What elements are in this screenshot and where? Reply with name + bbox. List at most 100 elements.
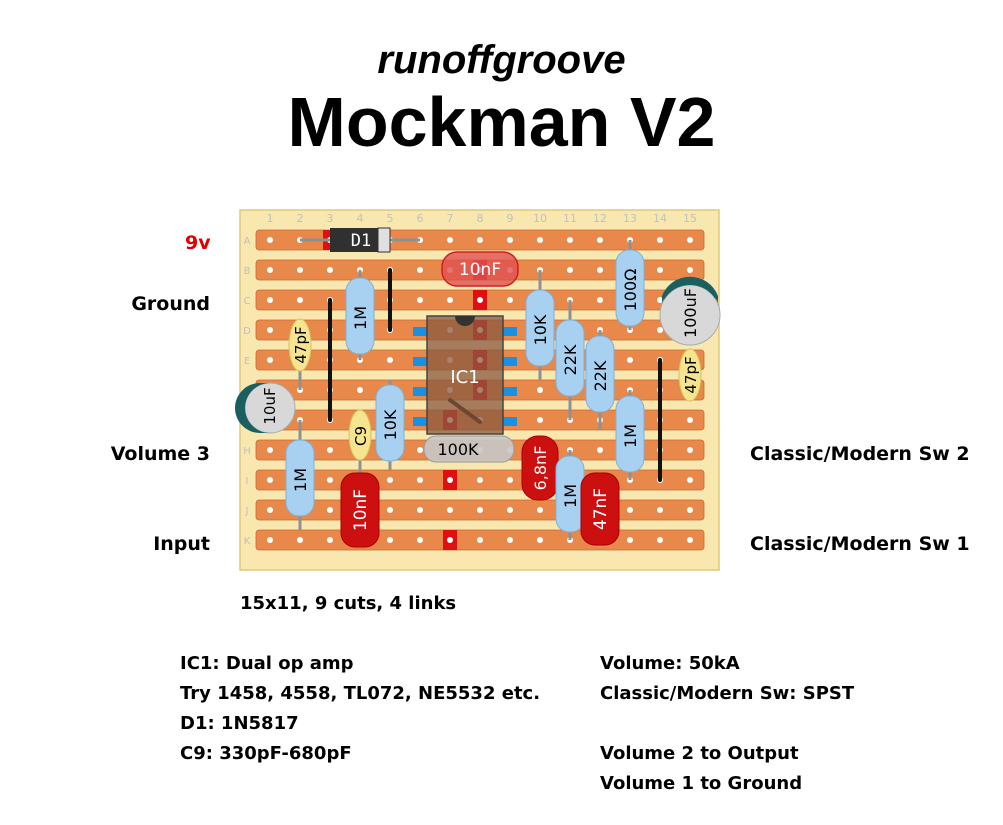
trimmer-100k: 100K <box>423 435 515 463</box>
column-label: 14 <box>653 212 667 225</box>
note-op-amp-options: Try 1458, 4558, TL072, NE5532 etc. <box>180 683 541 704</box>
resistor-label: 100Ω <box>621 269 640 312</box>
strip-hole <box>447 297 453 303</box>
strip-hole <box>657 237 663 243</box>
resistor-1m-d: 1M <box>285 420 315 530</box>
row-label: J <box>245 506 249 517</box>
strip-hole <box>267 357 273 363</box>
note-c9: C9: 330pF-680pF <box>180 743 352 764</box>
strip-hole <box>387 477 393 483</box>
label-ground: Ground <box>131 293 210 315</box>
cut-hole <box>447 477 453 483</box>
strip-hole <box>597 297 603 303</box>
capacitor-10nf-top: 10nF <box>441 251 519 287</box>
resistor-label: 1M <box>351 306 370 330</box>
row-label: A <box>244 236 251 247</box>
strip-hole <box>417 507 423 513</box>
row-label: H <box>243 446 251 457</box>
column-label: 4 <box>357 212 364 225</box>
strip-hole <box>267 237 273 243</box>
strip-hole <box>687 447 693 453</box>
strip-hole <box>417 477 423 483</box>
capacitor-label: 10nF <box>459 260 501 280</box>
strip-hole <box>537 417 543 423</box>
row-label: K <box>244 536 251 547</box>
strip-hole <box>597 267 603 273</box>
strip-hole <box>507 537 513 543</box>
strip-hole <box>507 237 513 243</box>
resistor-label: 22K <box>591 360 610 391</box>
strip-hole <box>657 267 663 273</box>
strip-hole <box>567 237 573 243</box>
electrolytic-10uf: 10uF <box>235 382 296 434</box>
column-label: 2 <box>297 212 304 225</box>
column-label: 8 <box>477 212 484 225</box>
strip-hole <box>267 537 273 543</box>
column-label: 11 <box>563 212 577 225</box>
label-classic-modern-sw-1: Classic/Modern Sw 1 <box>750 533 970 555</box>
strip-hole <box>267 297 273 303</box>
diode-label: D1 <box>351 231 371 251</box>
column-label: 7 <box>447 212 454 225</box>
strip-hole <box>387 537 393 543</box>
capacitor-label: 10nF <box>351 489 371 531</box>
strip-hole <box>627 507 633 513</box>
strip-hole <box>477 237 483 243</box>
note-volume-2: Volume 2 to Output <box>600 743 799 764</box>
capacitor-label: 6,8nF <box>531 446 550 491</box>
strip-hole <box>267 267 273 273</box>
resistor-10k-b: 10K <box>525 270 555 380</box>
strip-hole <box>597 237 603 243</box>
resistor-1m-a: 1M <box>345 270 375 360</box>
strip-hole <box>597 447 603 453</box>
strip-hole <box>687 507 693 513</box>
strip-hole <box>657 537 663 543</box>
strip-hole <box>657 297 663 303</box>
resistor-label: 22K <box>561 344 580 375</box>
strip-hole <box>657 507 663 513</box>
label-input: Input <box>153 533 210 555</box>
strip-hole <box>297 537 303 543</box>
label-volume-3: Volume 3 <box>110 443 210 465</box>
strip-hole <box>387 507 393 513</box>
label-classic-modern-sw-2: Classic/Modern Sw 2 <box>750 443 970 465</box>
strip-hole <box>417 447 423 453</box>
resistor-label: 1M <box>291 468 310 492</box>
strip-hole <box>507 297 513 303</box>
note-ic1: IC1: Dual op amp <box>180 653 354 674</box>
strip-hole <box>687 477 693 483</box>
strip-hole <box>267 507 273 513</box>
row-label: B <box>244 266 251 277</box>
cut-hole <box>447 537 453 543</box>
strip-hole <box>297 297 303 303</box>
strip-hole <box>687 267 693 273</box>
strip-hole <box>327 447 333 453</box>
strip-hole <box>267 327 273 333</box>
strip-hole <box>627 537 633 543</box>
strip-hole <box>417 297 423 303</box>
note-d1: D1: 1N5817 <box>180 713 299 734</box>
capacitor-label: 47pF <box>682 356 700 393</box>
strip-hole <box>627 357 633 363</box>
capacitor-6-8nf: 6,8nF <box>521 435 559 501</box>
strip-hole <box>687 237 693 243</box>
diode-d1: D1 <box>300 227 420 253</box>
strip-hole <box>297 267 303 273</box>
ic1-chip: IC1 <box>413 315 517 435</box>
resistor-label: 1M <box>621 424 640 448</box>
resistor-22k-b: 22K <box>585 330 615 430</box>
strip-hole <box>567 267 573 273</box>
resistor-1m-b: 1M <box>615 390 645 480</box>
column-label: 10 <box>533 212 547 225</box>
capacitor-47pf-left: 47pF <box>288 318 312 390</box>
strip-hole <box>327 537 333 543</box>
note-switch: Classic/Modern Sw: SPST <box>600 683 855 704</box>
column-label: 6 <box>417 212 424 225</box>
capacitor-label: 100uF <box>681 288 700 338</box>
column-label: 15 <box>683 212 697 225</box>
resistor-label: 10K <box>531 314 550 345</box>
row-label: C <box>244 296 251 307</box>
strip-hole <box>327 267 333 273</box>
strip-hole <box>537 237 543 243</box>
